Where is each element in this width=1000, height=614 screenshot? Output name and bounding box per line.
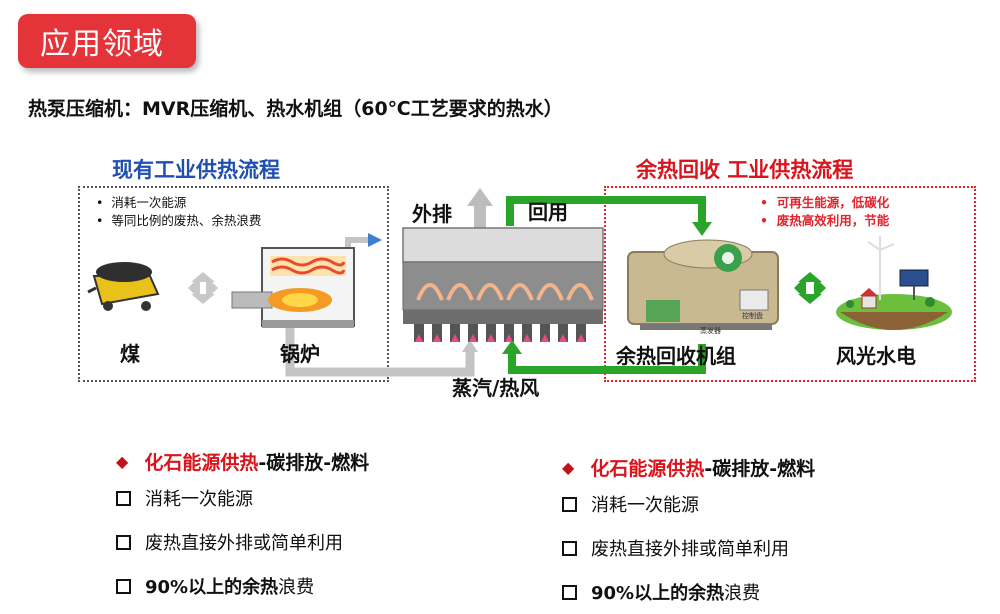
green-double-arrow-icon	[794, 272, 826, 304]
left-process-box	[78, 186, 389, 382]
diamond-icon: ◆	[562, 457, 575, 477]
control-panel-label: 控制盘	[742, 311, 763, 320]
double-arrow-icon	[188, 272, 218, 304]
page-subtitle: 热泵压缩机：MVR压缩机、热水机组（60℃工艺要求的热水）	[28, 98, 563, 120]
right-bullet-list: ◆ 化石能源供热-碳排放-燃料 消耗一次能源 废热直接外排或简单利用 90%以上…	[562, 452, 815, 614]
exhaust-label: 外排	[412, 202, 452, 226]
right-notes: • 可再生能源，低碳化 • 废热高效利用，节能	[760, 194, 889, 230]
steam-label: 蒸汽/热风	[452, 376, 540, 400]
left-section-title: 现有工业供热流程	[112, 158, 280, 182]
list-item: 消耗一次能源	[562, 482, 815, 526]
renewable-label: 风光水电	[836, 344, 916, 368]
furnace-icon	[402, 227, 604, 342]
left-note-2: • 等同比例的废热、余热浪费	[96, 213, 262, 228]
left-bullet-head: ◆ 化石能源供热-碳排放-燃料	[116, 451, 370, 474]
right-note-1: • 可再生能源，低碳化	[760, 195, 890, 210]
checkbox-square-icon	[116, 578, 131, 594]
list-item: 90%以上的余热浪费	[562, 570, 815, 614]
list-item: 废热直接外排或简单利用	[116, 520, 369, 564]
renewable-energy-icon	[836, 236, 952, 330]
checkbox-square-icon	[562, 540, 577, 556]
list-item: 90%以上的余热浪费	[116, 564, 369, 608]
right-note-2: • 废热高效利用，节能	[760, 213, 890, 228]
section-tag: 应用领域	[18, 14, 196, 68]
checkbox-square-icon	[562, 584, 577, 600]
heat-recovery-unit-icon	[627, 239, 779, 330]
coal-label: 煤	[120, 342, 140, 366]
evaporator-label: 蒸发器	[700, 326, 721, 335]
boiler-icon	[231, 247, 355, 328]
boiler-label: 锅炉	[280, 342, 320, 366]
list-item: 消耗一次能源	[116, 476, 369, 520]
right-bullet-head: ◆ 化石能源供热-碳排放-燃料	[562, 457, 816, 480]
list-item: 废热直接外排或简单利用	[562, 526, 815, 570]
checkbox-square-icon	[562, 496, 577, 512]
return-label: 回用	[528, 200, 568, 224]
right-process-box	[604, 186, 976, 382]
checkbox-square-icon	[116, 534, 131, 550]
coal-cart-icon	[87, 262, 160, 311]
left-note-1: • 消耗一次能源	[96, 195, 187, 210]
diamond-icon: ◆	[116, 451, 129, 471]
checkbox-square-icon	[116, 490, 131, 506]
recovery-unit-label: 余热回收机组	[616, 344, 736, 368]
right-section-title: 余热回收 工业供热流程	[636, 158, 854, 182]
left-bullet-list: ◆ 化石能源供热-碳排放-燃料 消耗一次能源 废热直接外排或简单利用 90%以上…	[116, 446, 369, 608]
left-notes: • 消耗一次能源 • 等同比例的废热、余热浪费	[96, 194, 261, 230]
